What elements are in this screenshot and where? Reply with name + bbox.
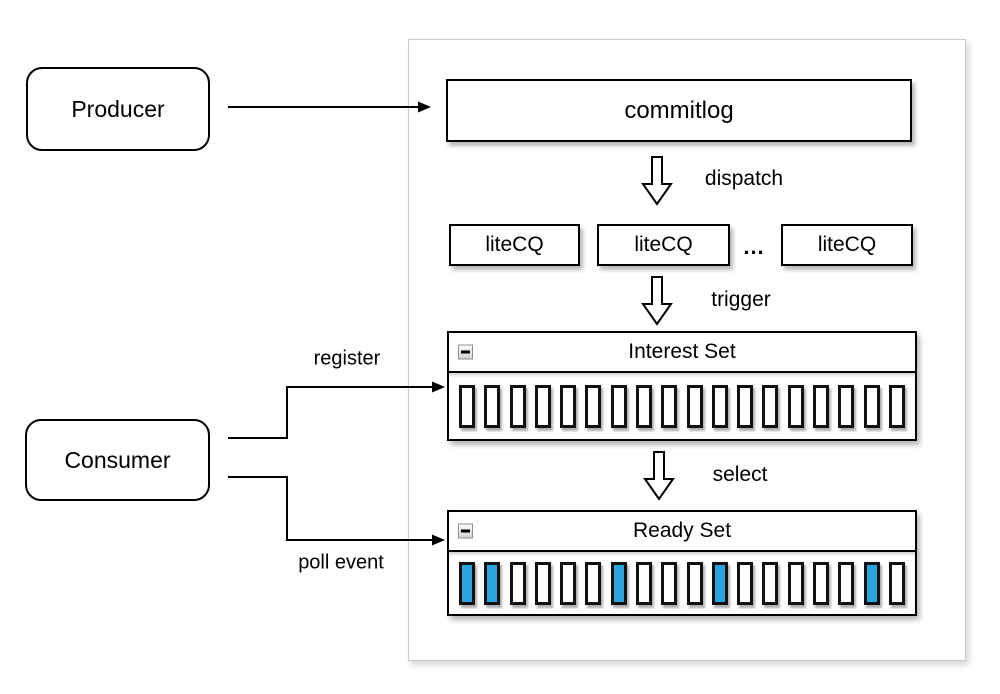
ready-set-slots <box>449 552 915 614</box>
select-label: select <box>712 463 768 486</box>
producer-label: Producer <box>71 95 165 122</box>
ready-set-panel: Ready Set <box>447 510 917 616</box>
commitlog-node[interactable]: commitlog <box>446 79 912 142</box>
queue-slot <box>711 384 728 428</box>
queue-slot <box>812 561 829 605</box>
litecq-label: liteCQ <box>485 233 544 256</box>
queue-slot <box>509 384 526 428</box>
register-label: register <box>313 347 381 370</box>
poll-event-label: poll event <box>298 551 384 574</box>
interest-set-slots <box>449 373 915 439</box>
interest-set-panel: Interest Set <box>447 331 917 441</box>
queue-slot <box>737 384 754 428</box>
interest-set-title: Interest Set <box>628 340 736 363</box>
consumer-label: Consumer <box>64 446 171 473</box>
queue-slot <box>686 384 703 428</box>
trigger-label: trigger <box>711 288 771 311</box>
queue-slot <box>787 561 804 605</box>
producer-node[interactable]: Producer <box>26 67 210 151</box>
minus-glyph <box>461 350 470 354</box>
queue-slot <box>888 561 905 605</box>
queue-slot <box>888 384 905 428</box>
queue-slot <box>610 384 627 428</box>
queue-slot-active <box>711 561 728 605</box>
queue-slot <box>661 384 678 428</box>
queue-slot <box>635 384 652 428</box>
queue-slot <box>585 384 602 428</box>
queue-slot <box>838 561 855 605</box>
litecq-ellipsis: ... <box>743 234 765 259</box>
queue-slot-active <box>863 561 880 605</box>
queue-slot <box>459 384 475 428</box>
commitlog-label: commitlog <box>624 96 734 124</box>
queue-slot <box>787 384 804 428</box>
litecq-node-1[interactable]: liteCQ <box>449 224 580 266</box>
queue-slot-active <box>610 561 627 605</box>
minimize-icon[interactable] <box>458 523 473 539</box>
queue-slot <box>534 384 551 428</box>
queue-slot-active <box>459 561 475 605</box>
queue-slot <box>762 561 779 605</box>
queue-slot <box>635 561 652 605</box>
producer-arrow <box>228 101 431 113</box>
queue-slot <box>509 561 526 605</box>
queue-slot <box>484 384 501 428</box>
ready-set-title: Ready Set <box>632 519 732 542</box>
queue-slot <box>762 384 779 428</box>
queue-slot <box>661 561 678 605</box>
dispatch-label: dispatch <box>704 167 784 190</box>
litecq-label: liteCQ <box>634 233 693 256</box>
queue-slot <box>737 561 754 605</box>
queue-slot <box>812 384 829 428</box>
minimize-icon[interactable] <box>458 344 473 360</box>
queue-slot <box>560 561 577 605</box>
queue-slot <box>838 384 855 428</box>
queue-slot <box>534 561 551 605</box>
litecq-node-2[interactable]: liteCQ <box>597 224 730 266</box>
queue-slot-active <box>484 561 501 605</box>
litecq-node-3[interactable]: liteCQ <box>781 224 913 266</box>
consumer-node[interactable]: Consumer <box>25 419 210 501</box>
queue-slot <box>863 384 880 428</box>
interest-set-header: Interest Set <box>449 333 915 373</box>
queue-slot <box>560 384 577 428</box>
queue-slot <box>585 561 602 605</box>
ready-set-header: Ready Set <box>449 512 915 552</box>
minus-glyph <box>461 529 470 533</box>
litecq-label: liteCQ <box>817 233 877 256</box>
queue-slot <box>686 561 703 605</box>
